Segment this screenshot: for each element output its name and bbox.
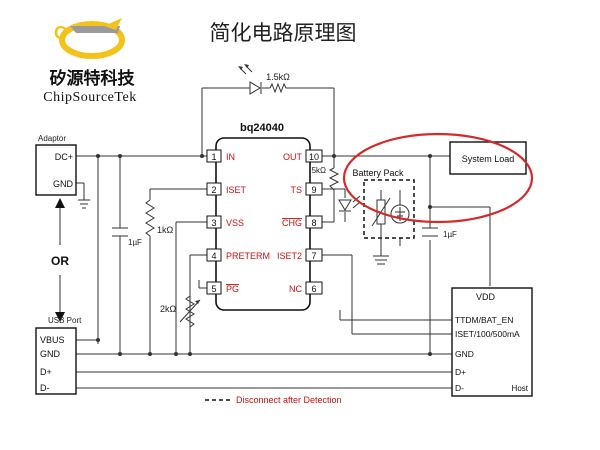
battery-pack-box xyxy=(363,179,415,239)
host-pin-dminus: D- xyxy=(455,383,464,393)
ic-pin-box-right-10 xyxy=(305,149,323,163)
chg-resistor-value: 1.5kΩ xyxy=(305,166,326,175)
host-pin-iset: ISET/100/500mA xyxy=(455,329,520,339)
ic-pin-box-left-5 xyxy=(206,281,222,295)
adaptor-box xyxy=(35,144,77,196)
usb-pin-vbus: VBUS xyxy=(40,335,65,345)
or-label: OR xyxy=(51,254,69,268)
diagram-title: 简化电路原理图 xyxy=(210,21,357,45)
preterm-resistor-value: 2kΩ xyxy=(160,304,177,314)
ic-pin-label: PG xyxy=(226,284,239,294)
adaptor-title: Adaptor xyxy=(38,134,66,143)
ic-pin-label: OUT xyxy=(283,152,303,162)
ic-pin-number: 2 xyxy=(211,185,216,195)
logo-ring-icon xyxy=(59,21,125,59)
ic-pin-number: 8 xyxy=(311,218,316,228)
legend-label: Disconnect after Detection xyxy=(236,395,342,405)
ic-pin-number: 1 xyxy=(211,152,216,162)
ic-pin-label: TS xyxy=(290,185,302,195)
ic-pin-number: 10 xyxy=(309,152,319,162)
usb-pin-dplus: D+ xyxy=(40,367,52,377)
highlight-ellipse xyxy=(342,132,534,224)
usb-pin-dminus: D- xyxy=(40,383,50,393)
junction-dots xyxy=(96,154,432,356)
usb-pin-gnd: GND xyxy=(40,349,61,359)
usb-box xyxy=(35,327,77,395)
host-pin-vdd: VDD xyxy=(476,292,496,302)
logo-arrow-icon xyxy=(104,18,122,30)
wiring xyxy=(59,87,491,389)
host-name: Host xyxy=(512,384,529,393)
system-load-box xyxy=(449,141,527,175)
ic-pin-box-left-3 xyxy=(206,215,222,229)
ic-pin-label: ISET xyxy=(226,185,247,195)
arrow-up-icon xyxy=(55,198,65,208)
ic-pin-box-left-2 xyxy=(206,182,222,196)
ic-pin-label: IN xyxy=(226,152,235,162)
ic-pin-label: NC xyxy=(289,284,302,294)
led-resistor-icon xyxy=(269,82,288,94)
led-indicator xyxy=(238,64,262,95)
chg-led xyxy=(338,195,361,212)
host-pin-gnd: GND xyxy=(455,349,474,359)
ic-pin-box-right-6 xyxy=(305,281,323,295)
ic-pin-label: PRETERM xyxy=(226,251,270,261)
ic-pin-label: VSS xyxy=(226,218,244,228)
ic-pin-label: ISET2 xyxy=(277,251,302,261)
output-cap-value: 1µF xyxy=(443,230,457,239)
iset-resistor-value: 1kΩ xyxy=(157,225,174,235)
arrow-down-icon xyxy=(55,312,65,322)
ic-pin-number: 7 xyxy=(311,251,316,261)
led-resistor-value: 1.5kΩ xyxy=(266,72,290,82)
ic-pin-number: 3 xyxy=(211,218,216,228)
usb-title: USB Port xyxy=(48,316,82,325)
chg-resistor-icon xyxy=(328,167,340,192)
host-pin-ttdm: TTDM/BAT_EN xyxy=(455,315,513,325)
ic-pin-label: CHG xyxy=(282,218,302,228)
input-cap-value: 1µF xyxy=(128,238,142,247)
ic-pin-box-left-1 xyxy=(206,149,222,163)
ic-pin-number: 6 xyxy=(311,284,316,294)
company-name-cn: 矽源特科技 xyxy=(50,68,136,89)
led-diode-icon xyxy=(249,81,261,95)
logo-bar-icon xyxy=(70,26,120,33)
ic-pin-box-right-7 xyxy=(305,248,323,262)
ic-pin-box-right-9 xyxy=(305,182,323,196)
ic-part-number: bq24040 xyxy=(240,122,284,134)
adaptor-pin-gnd: GND xyxy=(53,179,74,189)
ic-pin-number: 4 xyxy=(211,251,216,261)
ic-pin-number: 9 xyxy=(311,185,316,195)
company-name-en: ChipSourceTek xyxy=(43,90,136,105)
ic-pin-number: 5 xyxy=(211,284,216,294)
chg-diode-icon xyxy=(338,199,352,211)
company-logo: C xyxy=(54,18,125,59)
host-box xyxy=(451,287,533,397)
iset-resistor-icon xyxy=(145,199,155,240)
ic-pin-box-left-4 xyxy=(206,248,222,262)
logo-letter-mark: C xyxy=(54,23,67,43)
host-pin-dplus: D+ xyxy=(455,367,466,377)
system-load-label: System Load xyxy=(462,154,515,164)
adaptor-pin-dcplus: DC+ xyxy=(55,152,73,162)
ic-pin-box-right-8 xyxy=(305,215,323,229)
battery-pack-label: Battery Pack xyxy=(352,168,404,178)
ic-pins: 1 IN 2 ISET 3 VSS 4 PRETERM 5 PG 10 OUT 9 TS 8 CHG 7 ISET… xyxy=(206,149,323,295)
